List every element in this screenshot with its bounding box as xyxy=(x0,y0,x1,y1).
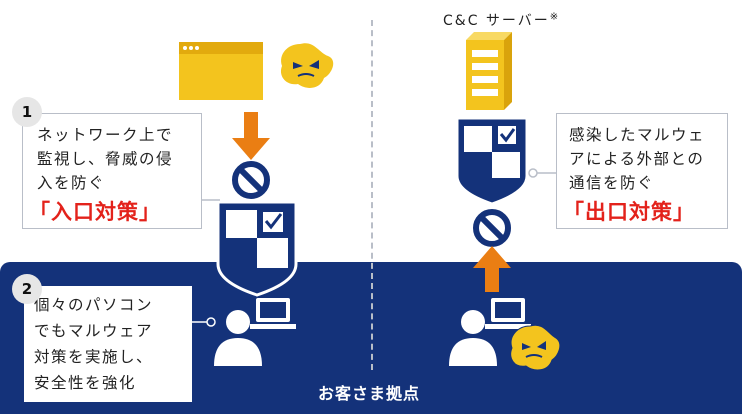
customer-site-label: お客さま拠点 xyxy=(318,384,421,403)
exit-text-line: 通信を防ぐ xyxy=(569,174,655,192)
endpoint-text-line: 安全性を強化 xyxy=(34,374,137,392)
block-sign-icon xyxy=(232,161,270,199)
arrow-up-icon xyxy=(473,246,511,292)
malware-icon xyxy=(280,43,334,88)
entry-text-line: ネットワーク上で xyxy=(37,126,174,144)
step-badge-2: 2 xyxy=(12,274,42,304)
cc-server-label: C&C サーバー※ xyxy=(443,11,561,29)
entry-text-line: 監視し、脅威の侵 xyxy=(37,150,174,168)
exit-text-line: 感染したマルウェ xyxy=(569,126,706,144)
shield-left-icon xyxy=(216,200,298,297)
endpoint-measure-box: 個々のパソコン でもマルウェア 対策を実施し、 安全性を強化 xyxy=(24,286,192,402)
exit-measure-box: 感染したマルウェ アによる外部との 通信を防ぐ 「出口対策」 xyxy=(556,113,728,229)
user-laptop-icon xyxy=(214,298,296,366)
entry-measure-title: 「入口対策」 xyxy=(29,200,161,224)
step-badge-1: 1 xyxy=(12,97,42,127)
shield-right-icon xyxy=(455,116,529,206)
entry-measure-box: ネットワーク上で 監視し、脅威の侵 入を防ぐ 「入口対策」 xyxy=(22,113,202,229)
connector-dot xyxy=(206,317,216,327)
endpoint-text-line: 個々のパソコン xyxy=(34,296,154,314)
endpoint-text-line: でもマルウェア xyxy=(34,322,154,340)
malware-icon xyxy=(510,324,561,371)
cc-server-icon xyxy=(466,32,512,110)
connector-dot xyxy=(528,168,538,178)
entry-text-line: 入を防ぐ xyxy=(37,174,106,192)
block-sign-icon xyxy=(473,209,511,247)
exit-text-line: アによる外部との xyxy=(569,150,705,168)
endpoint-text-line: 対策を実施し、 xyxy=(34,348,154,366)
browser-window-icon xyxy=(179,42,263,100)
user-laptop-icon xyxy=(449,298,531,366)
arrow-down-icon xyxy=(232,112,270,160)
exit-measure-title: 「出口対策」 xyxy=(563,200,695,224)
center-divider xyxy=(371,20,373,370)
